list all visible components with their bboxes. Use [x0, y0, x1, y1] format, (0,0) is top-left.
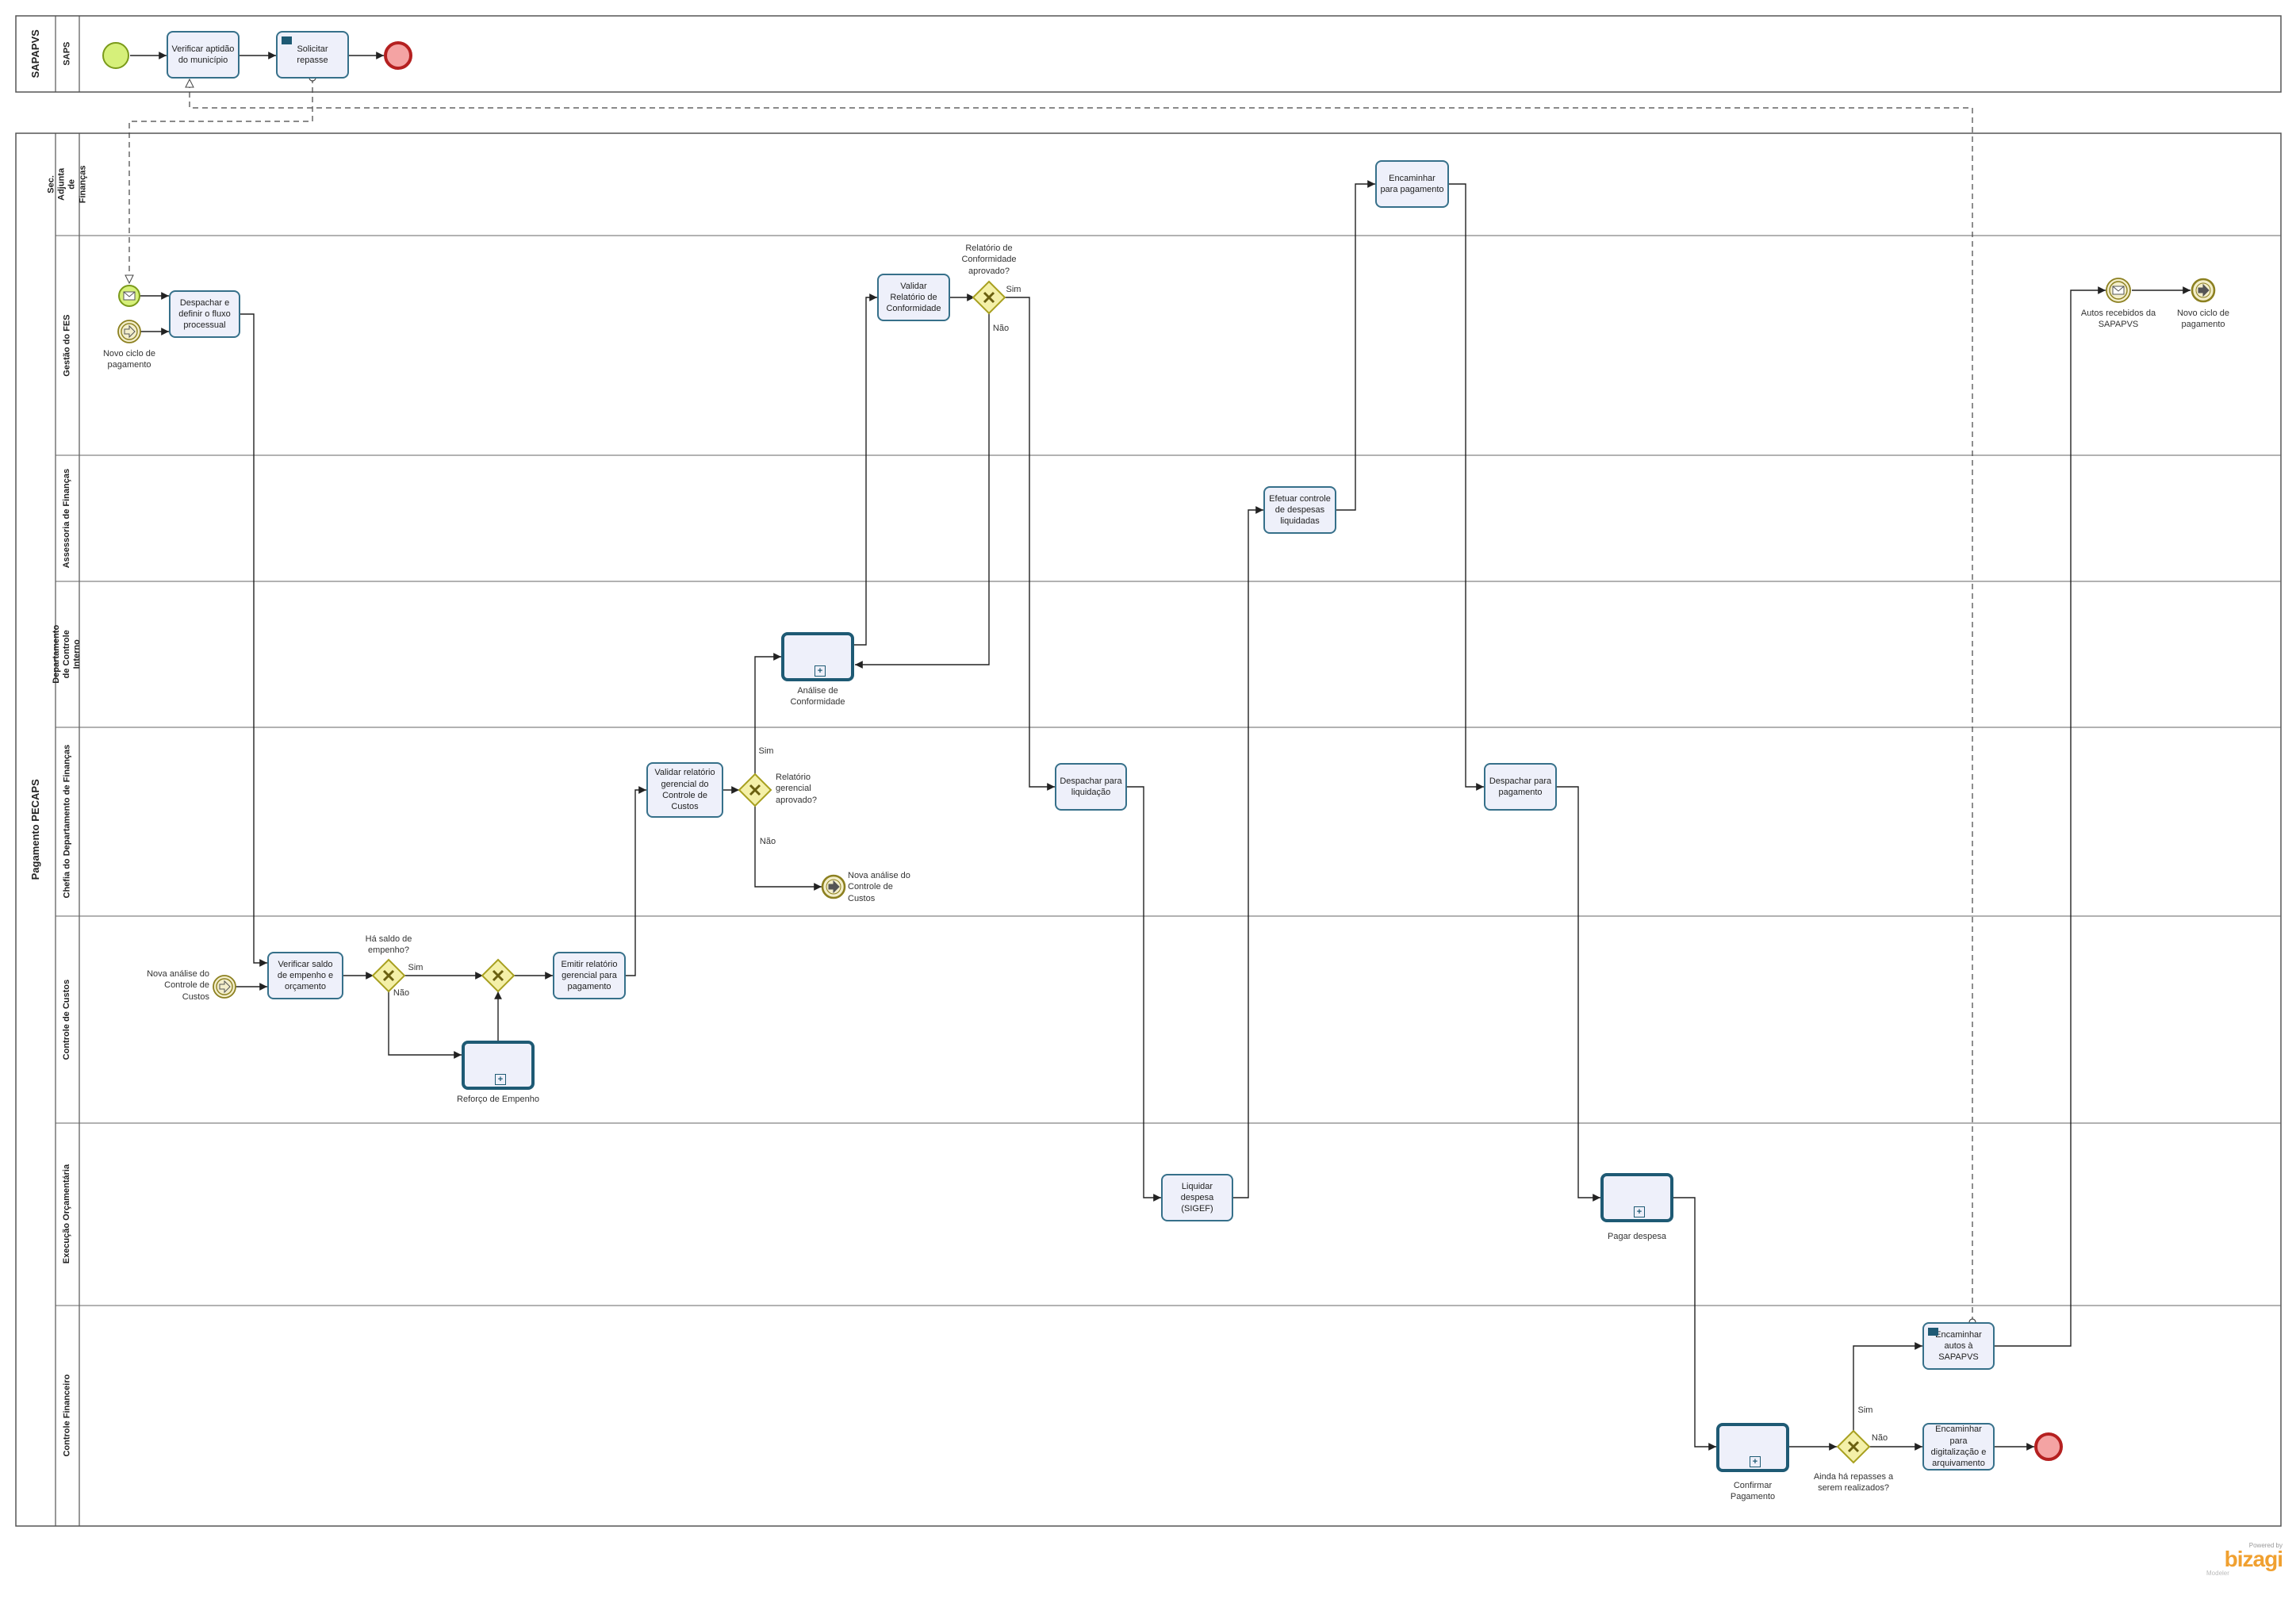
expand-icon: +: [815, 665, 826, 677]
subprocess-pagar-despesa[interactable]: +: [1600, 1173, 1673, 1222]
pool-pecaps: [15, 132, 2282, 1527]
event-label-autos-recebidos: Autos recebidos da SAPAPVS: [2080, 309, 2156, 330]
message-flows: [129, 78, 1973, 1322]
pool-sapapvs: [15, 15, 2282, 93]
link-end-event-novo-ciclo[interactable]: [2191, 278, 2216, 303]
sequence-flows: [130, 52, 2191, 1451]
flow-label-sim-gerencial: Sim: [758, 746, 774, 756]
task-efetuar-controle[interactable]: Efetuar controle de despesas liquidadas: [1263, 486, 1336, 534]
lane-title-sec-adjunta: Sec. Adjunta de Finanças: [46, 165, 88, 204]
message-start-event[interactable]: [118, 285, 140, 307]
lane-title-saps: SAPS: [62, 42, 72, 66]
event-label-novo-ciclo-start: Novo ciclo de pagamento: [102, 349, 156, 370]
event-label-nova-analise-end: Nova análise do Controle de Custos: [848, 871, 910, 903]
task-emitir-relatorio[interactable]: Emitir relatório gerencial para pagament…: [553, 952, 626, 999]
gateway-label-repasses: Ainda há repasses a serem realizados?: [1813, 1472, 1894, 1494]
expand-icon: +: [1750, 1456, 1761, 1467]
flow-label-sim-saldo: Sim: [408, 963, 424, 972]
bizagi-logo: Powered by bizagi Modeler: [2206, 1542, 2283, 1577]
subprocess-label-confirmar: Confirmar Pagamento: [1730, 1481, 1776, 1502]
link-start-event-nova-analise[interactable]: [213, 975, 236, 999]
subprocess-label-pagar: Pagar despesa: [1608, 1232, 1666, 1241]
lane-title-gestao-fes: Gestão do FES: [62, 314, 72, 377]
gateway-label-saldo: Há saldo de empenho?: [365, 934, 412, 956]
gateway-relatorio-conformidade[interactable]: [972, 280, 1006, 315]
flow-label-nao-repasses: Não: [1871, 1433, 1888, 1443]
task-liquidar-despesa[interactable]: Liquidar despesa (SIGEF): [1161, 1174, 1233, 1221]
task-verificar-aptidao[interactable]: Verificar aptidão do município: [167, 31, 240, 79]
lane-title-execucao-orcamentaria: Execução Orçamentária: [62, 1164, 72, 1264]
gateway-repasses[interactable]: [1836, 1429, 1871, 1464]
subprocess-label-reforco: Reforço de Empenho: [457, 1095, 539, 1104]
envelope-icon: [282, 36, 292, 44]
task-solicitar-repasse[interactable]: Solicitar repasse: [276, 31, 349, 79]
pool-title-sapapvs: SAPAPVS: [29, 29, 42, 79]
flow-label-sim-conformidade: Sim: [1006, 285, 1022, 294]
link-start-event-novo-ciclo[interactable]: [117, 320, 141, 343]
start-event-saps[interactable]: [102, 42, 129, 69]
message-intermediate-event-autos[interactable]: [2106, 278, 2131, 303]
subprocess-label-analise: Análise de Conformidade: [790, 686, 845, 707]
subprocess-reforco-empenho[interactable]: +: [462, 1041, 535, 1090]
task-despachar-definir[interactable]: Despachar e definir o fluxo processual: [169, 290, 240, 338]
task-validar-relatorio-conformidade[interactable]: Validar Relatório de Conformidade: [877, 274, 950, 321]
subprocess-confirmar-pagamento[interactable]: +: [1716, 1423, 1789, 1472]
expand-icon: +: [1634, 1206, 1645, 1217]
event-label-novo-ciclo-end: Novo ciclo de pagamento: [2176, 309, 2230, 330]
lane-title-chefia-financas: Chefia do Departamento de Finanças: [62, 745, 72, 899]
pool-title-pecaps: Pagamento PECAPS: [29, 779, 42, 880]
subprocess-analise-conformidade[interactable]: +: [781, 632, 854, 681]
gateway-label-gerencial: Relatório gerencial aprovado?: [776, 773, 817, 805]
envelope-icon: [1928, 1328, 1938, 1336]
gateway-saldo-empenho[interactable]: [371, 958, 406, 993]
task-despachar-pagamento[interactable]: Despachar para pagamento: [1484, 763, 1557, 811]
task-despachar-liquidacao[interactable]: Despachar para liquidação: [1055, 763, 1127, 811]
flow-label-nao-saldo: Não: [393, 988, 410, 998]
lane-title-controle-custos: Controle de Custos: [62, 979, 72, 1060]
gateway-merge-empenho[interactable]: [481, 958, 516, 993]
lane-title-controle-interno: Departamento de Controle Interno: [52, 625, 82, 684]
task-encaminhar-autos[interactable]: Encaminhar autos à SAPAPVS: [1922, 1322, 1995, 1370]
gateway-relatorio-gerencial[interactable]: [738, 773, 772, 807]
lane-title-controle-financeiro: Controle Financeiro: [62, 1375, 72, 1457]
gateway-label-conformidade: Relatório de Conformidade aprovado?: [961, 243, 1017, 276]
end-event-saps[interactable]: [384, 41, 412, 70]
task-verificar-saldo[interactable]: Verificar saldo de empenho e orçamento: [267, 952, 343, 999]
flow-label-sim-repasses: Sim: [1857, 1405, 1873, 1415]
event-label-nova-analise-start: Nova análise do Controle de Custos: [147, 969, 209, 1002]
link-end-event-nova-analise[interactable]: [821, 874, 846, 899]
expand-icon: +: [495, 1074, 506, 1085]
task-encaminhar-pagamento[interactable]: Encaminhar para pagamento: [1375, 160, 1449, 208]
end-event-controle-financeiro[interactable]: [2034, 1432, 2063, 1461]
flow-label-nao-gerencial: Não: [759, 837, 776, 846]
task-encaminhar-digitalizacao[interactable]: Encaminhar para digitalização e arquivam…: [1922, 1423, 1995, 1471]
task-validar-relatorio-gerencial[interactable]: Validar relatório gerencial do Controle …: [646, 762, 723, 818]
lane-title-assessoria-financas: Assessoria de Finanças: [62, 468, 72, 569]
flow-label-nao-conformidade: Não: [992, 324, 1010, 333]
